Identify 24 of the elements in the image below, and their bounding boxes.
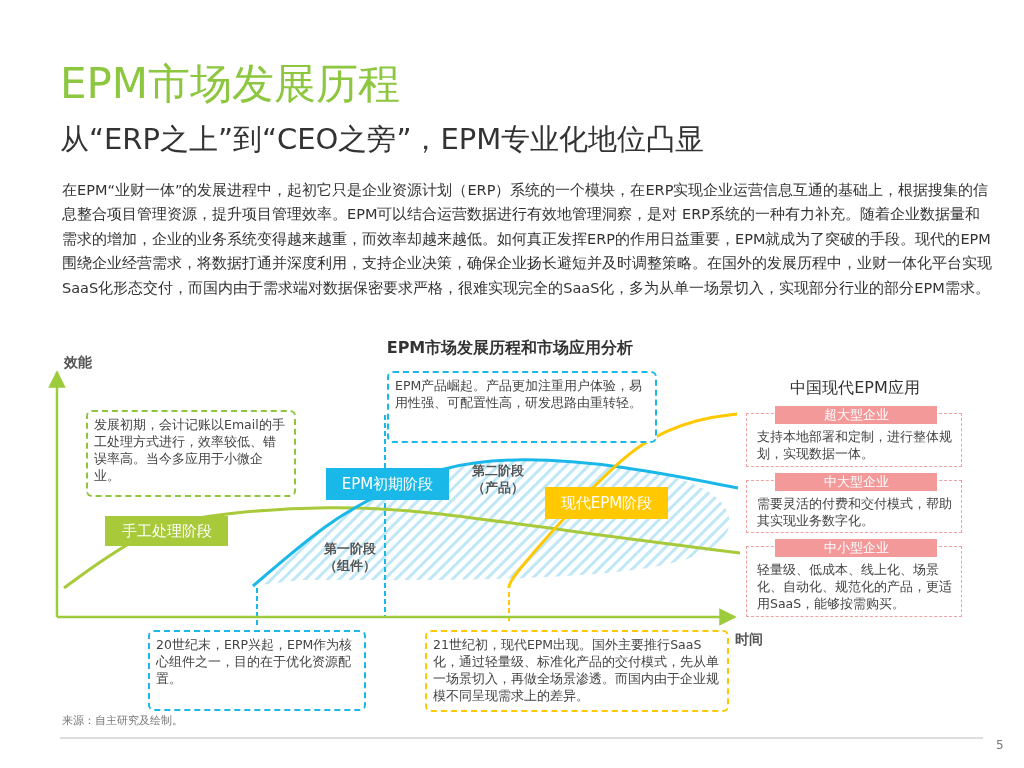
- segment-description: 需要灵活的付费和交付模式，帮助其实现业务数字化。: [757, 496, 952, 528]
- segment-header: 中大型企业: [775, 473, 937, 491]
- stage-label: 手工处理阶段: [105, 516, 228, 546]
- axis-label: 时间: [735, 631, 764, 649]
- segment-header: 超大型企业: [775, 406, 937, 424]
- segment-description: 轻量级、低成本、线上化、场景化、自动化、规范化的产品，更适用SaaS，能够按需购买。: [757, 562, 952, 611]
- phase-label: 第二阶段（产品）: [471, 462, 525, 496]
- phase-label: 第一阶段（组件）: [323, 540, 377, 574]
- segment-description: 支持本地部署和定制，进行整体规划，实现数据一体。: [757, 429, 952, 461]
- chart-title: EPM市场发展历程和市场应用分析: [385, 338, 635, 359]
- note-box: 20世纪末，ERP兴起，EPM作为核心组件之一，目的在于优化资源配置。: [148, 630, 366, 711]
- subtitle: 从“ERP之上”到“CEO之旁”，EPM专业化地位凸显: [60, 121, 706, 158]
- stage-label: EPM初期阶段: [326, 468, 449, 500]
- note-box: 21世纪初，现代EPM出现。国外主要推行SaaS化，通过轻量级、标准化产品的交付模式，先从单一场景切入，再做全场景渗透。而国内由于企业规模不同呈现需求上的差异。: [425, 630, 729, 712]
- page-number: 5: [996, 738, 1005, 752]
- segment-header: 中小型企业: [775, 539, 937, 557]
- source-note: 来源：自主研究及绘制。: [62, 713, 184, 728]
- page-title: EPM市场发展历程: [60, 58, 401, 110]
- note-box: 发展初期，会计记账以Email的手工处理方式进行，效率较低、错误率高。当今多应用于小微企业。: [86, 410, 296, 497]
- axis-label: 效能: [64, 354, 93, 372]
- intro-paragraph: 在EPM“业财一体”的发展进程中，起初它只是企业资源计划（ERP）系统的一个模块，在ERP实现企业运营信息互通的基础上，根据搜集的信息整合项目管理资源，提升项目管理效率。EPM可以结合运营数据进行有效地管理洞察，是对 ERP系统的一种有力补充。随着企业数据量和需求的增加，企业的业务系统变得越来越重，而效率却越来越低。如何真正发挥ERP的作用日益重要，EPM就成为了突破的手段。现代的EPM围绕企业经营需求，将数据打通并深度利用，支持企业决策，确保企业扬长避短并及时调整策略。在国外的发展历程中，业财一体化平台实现SaaS化形态交付，而国内由于需求端对数据保密要求严格，很难实现完全的SaaS化，多为从单一场景切入，实现部分行业的部分EPM需求。: [62, 181, 992, 298]
- stage-label: 现代EPM阶段: [545, 487, 668, 519]
- note-box: EPM产品崛起。产品更加注重用户体验，易用性强、可配置性高，研发思路由重转轻。: [387, 371, 657, 443]
- section-heading: 中国现代EPM应用: [789, 378, 921, 399]
